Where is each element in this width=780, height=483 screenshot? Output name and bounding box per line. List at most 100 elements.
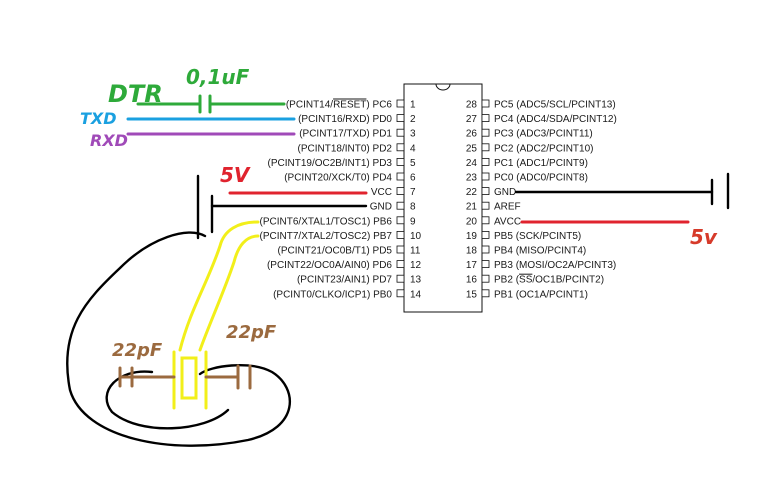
pin-label: (PCINT23/AIN1) PD7 [297, 275, 392, 286]
crystal [172, 350, 208, 410]
pin-number: 21 [466, 202, 478, 213]
pin-number: 16 [466, 275, 478, 286]
cap-22pf-left-label: 22pF [112, 340, 163, 361]
pin-label: PC2 (ADC2/PCINT10) [494, 143, 593, 154]
pin-pad [481, 128, 490, 137]
pin-number: 27 [466, 114, 478, 125]
pin-pad [396, 201, 405, 210]
pin-pad [396, 114, 405, 122]
gnd-left-wire [196, 174, 368, 240]
pin-label: (PCINT0/CLKO/ICP1) PB0 [273, 289, 392, 300]
pin-pad [396, 172, 405, 181]
pin-label: (PCINT14/RESET) PC6 [286, 100, 393, 111]
pin-pad [396, 187, 405, 196]
pin-label: PB3 (MOSI/OC2A/PCINT3) [494, 260, 616, 271]
pin-label: (PCINT6/XTAL1/TOSC1) PB6 [260, 216, 393, 227]
pin-pad [481, 187, 490, 196]
avcc-5v-label: 5v [690, 225, 718, 249]
pin-label: (PCINT18/INT0) PD2 [298, 143, 393, 154]
pin-pad [481, 201, 490, 210]
pin-label: AREF [494, 202, 521, 213]
pin-pad [481, 289, 490, 298]
pin-pad [481, 114, 490, 122]
cap-22pf-right-label: 22pF [226, 322, 277, 343]
pin-number: 14 [410, 289, 422, 300]
pin-pad [481, 274, 490, 283]
pin-pad [481, 260, 490, 269]
pin-pad [481, 157, 490, 166]
pin-pad [396, 260, 405, 269]
pin-label: GND [494, 187, 516, 198]
pin-number: 5 [410, 158, 416, 169]
pin-pad [396, 289, 405, 298]
pin-pad [396, 128, 405, 137]
pin-pad [481, 216, 490, 225]
dtr-wire [136, 94, 286, 114]
pin-number: 18 [466, 246, 478, 257]
pin-number: 23 [466, 173, 478, 184]
pin-number: 24 [466, 158, 478, 169]
txd-label: TXD [80, 109, 117, 128]
pin-label: (PCINT16/RXD) PD0 [298, 114, 392, 125]
pin-number: 26 [466, 129, 478, 140]
pin-pad [396, 99, 405, 108]
pin-label: GND [370, 202, 392, 213]
pin-pad [481, 99, 490, 108]
pin-label: (PCINT17/TXD) PD1 [299, 129, 392, 140]
pin-pad [396, 216, 405, 225]
pin-pad [481, 245, 490, 254]
pin-pad [481, 143, 490, 152]
pin-pad [396, 143, 405, 152]
pin-label: VCC [371, 187, 392, 198]
cap-value-label: 0,1uF [186, 65, 250, 89]
pin-number: 17 [466, 260, 478, 271]
pin-label: PB4 (MISO/PCINT4) [494, 246, 586, 257]
pin-label: (PCINT22/OC0A/AIN0) PD6 [267, 260, 392, 271]
rxd-label: RXD [90, 131, 128, 150]
pin-number: 12 [410, 260, 422, 271]
pin-label: PC3 (ADC3/PCINT11) [494, 129, 593, 140]
pin-pad [396, 274, 405, 283]
pin-number: 2 [410, 114, 416, 125]
pin-number: 9 [410, 216, 416, 227]
pin-number: 8 [410, 202, 416, 213]
pin-number: 22 [466, 187, 478, 198]
chip-notch [435, 83, 451, 91]
pin-number: 4 [410, 143, 416, 154]
pin-pad [396, 230, 405, 239]
pin-label: PC1 (ADC1/PCINT9) [494, 158, 588, 169]
left-pin-labels: (PCINT14/RESET) PC6 1 (PCINT16/RXD) PD0 2 (P… [260, 100, 422, 301]
pin-label: (PCINT19/OC2B/INT1) PD3 [268, 158, 393, 169]
pin-pad [481, 172, 490, 181]
pin-number: 3 [410, 129, 416, 140]
dtr-label: DTR [108, 80, 163, 108]
pin-number: 7 [410, 187, 416, 198]
pin-number: 13 [410, 275, 422, 286]
pin-number: 10 [410, 231, 422, 242]
pin-number: 11 [410, 246, 421, 257]
pin-pad [396, 157, 405, 166]
pin-pad [481, 230, 490, 239]
pin-number: 6 [410, 173, 416, 184]
pin-label: PB1 (OC1A/PCINT1) [494, 289, 588, 300]
pin-number: 15 [466, 289, 478, 300]
gnd-right-wire [514, 172, 730, 210]
pin-number: 28 [466, 100, 478, 111]
pin-pad [396, 245, 405, 254]
vcc-5v-label: 5V [220, 163, 251, 187]
chip-body [403, 83, 483, 313]
pin-label: AVCC [494, 216, 521, 227]
pin-label: PC0 (ADC0/PCINT8) [494, 173, 588, 184]
pin-label: (PCINT21/OC0B/T1) PD5 [278, 246, 393, 257]
pin-number: 1 [410, 100, 416, 111]
pin-label: PB2 (SS/OC1B/PCINT2) [494, 275, 604, 286]
pin-label: PC5 (ADC5/SCL/PCINT13) [494, 100, 616, 111]
xtal-wires [178, 220, 260, 352]
load-capacitors [118, 364, 252, 390]
pin-number: 25 [466, 143, 478, 154]
pin-label: PB5 (SCK/PCINT5) [494, 231, 581, 242]
pin-number: 20 [466, 216, 478, 227]
